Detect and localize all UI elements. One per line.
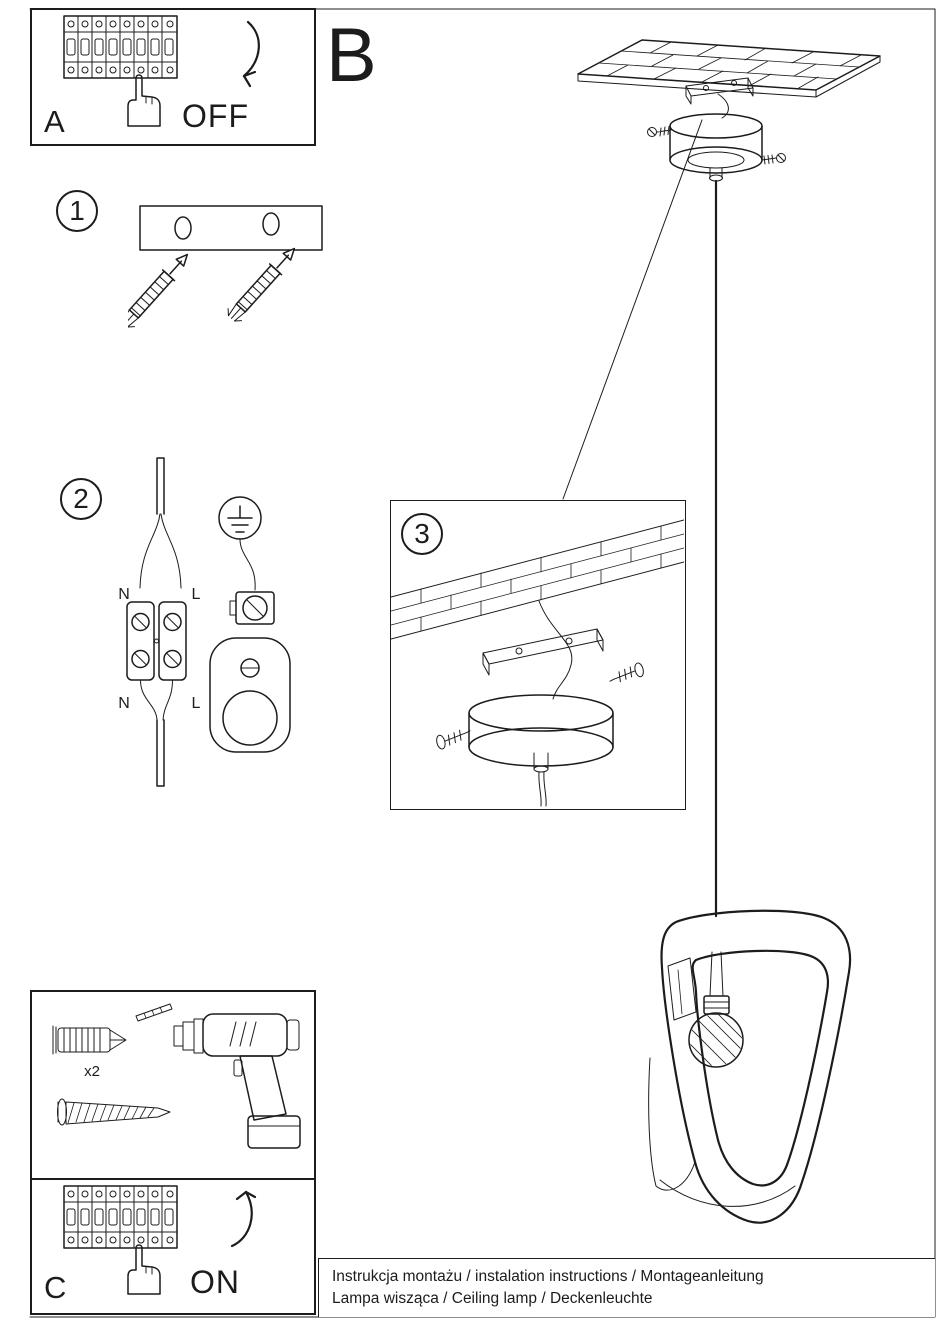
step-1-number: 1 <box>69 195 85 226</box>
on-arrow-icon <box>230 1190 257 1248</box>
plug-count-label: x2 <box>84 1063 100 1080</box>
power-off-box: A OFF <box>30 8 316 146</box>
power-drill-icon <box>173 1013 301 1149</box>
mounting-screw-icon <box>57 1098 171 1126</box>
box-a-label: A <box>44 104 65 139</box>
detail-leader-line <box>562 119 703 500</box>
canopy-screw-left-detail <box>436 729 471 750</box>
bulb-glass <box>688 1012 744 1068</box>
breaker-panel <box>63 1185 178 1249</box>
tools-art: x2 <box>52 1003 301 1149</box>
wire-label-l-bottom: L <box>192 695 201 712</box>
wall-plug-icon <box>52 1025 127 1055</box>
page-border <box>29 8 936 1318</box>
detail-step3-box: 3 <box>390 500 686 810</box>
step-3-number: 3 <box>414 518 430 549</box>
drill-bit-icon <box>135 1003 173 1022</box>
breaker-panel <box>63 15 178 79</box>
box-c-label: C <box>44 1270 67 1305</box>
wall-plug-left <box>128 253 189 328</box>
terminal-block-right <box>158 601 187 681</box>
mounting-bracket-detail <box>482 628 604 676</box>
off-arrow-icon <box>242 20 260 88</box>
step3-art <box>391 519 684 807</box>
canopy-screw-right-detail <box>609 662 644 683</box>
tools-box: x2 <box>30 990 316 1180</box>
power-on-box: C ON <box>30 1178 316 1315</box>
footer-line-2: Lampa wisząca / Ceiling lamp / Deckenleu… <box>332 1290 653 1308</box>
wire-label-l-top: L <box>192 586 201 603</box>
earth-wire <box>239 538 256 591</box>
step-2-number: 2 <box>73 483 89 514</box>
step-1-badge: 1 <box>56 190 98 232</box>
shade-inner-back <box>667 957 697 1021</box>
diagram-b-label: B <box>326 13 377 98</box>
canopy-screw-left <box>647 126 672 137</box>
power-on-art <box>63 1185 257 1295</box>
wire-label-n-bottom: N <box>118 695 130 712</box>
footer-line-1: Instrukcja montażu / instalation instruc… <box>332 1268 764 1285</box>
step-2-badge: 2 <box>60 478 102 520</box>
on-state-label: ON <box>190 1264 240 1300</box>
block-joint-dot <box>154 638 159 644</box>
wall-plug-right <box>227 247 296 322</box>
pointing-hand-icon <box>127 74 161 127</box>
terminal-block-left <box>126 601 155 681</box>
earth-symbol <box>218 496 262 540</box>
mains-cable-bottom <box>140 679 173 787</box>
bulb-socket <box>703 995 730 1015</box>
lamp-shade <box>648 909 852 1224</box>
canopy-wire <box>538 600 573 700</box>
light-bulb <box>688 951 744 1068</box>
ceiling-panel <box>577 39 881 98</box>
footer-captions: Instrukcja montażu / instalation instruc… <box>318 1258 935 1317</box>
step1-art <box>128 205 323 328</box>
wire-label-n-top: N <box>118 586 130 603</box>
step-3-badge: 3 <box>401 513 443 555</box>
mounting-bracket <box>139 205 323 251</box>
mains-cable-top <box>139 457 182 589</box>
strain-relief-plate <box>209 637 291 753</box>
brick-hatch <box>598 41 862 90</box>
pointing-hand-icon <box>127 1244 161 1295</box>
off-state-label: OFF <box>182 98 249 134</box>
canopy-screw-right <box>761 153 786 165</box>
earth-terminal <box>229 591 275 625</box>
step2-art: N L N L <box>118 457 291 787</box>
canopy-detail <box>468 694 614 807</box>
ceiling-hatch <box>391 519 684 640</box>
ceiling-bracket <box>685 77 754 119</box>
power-off-art <box>63 15 260 127</box>
